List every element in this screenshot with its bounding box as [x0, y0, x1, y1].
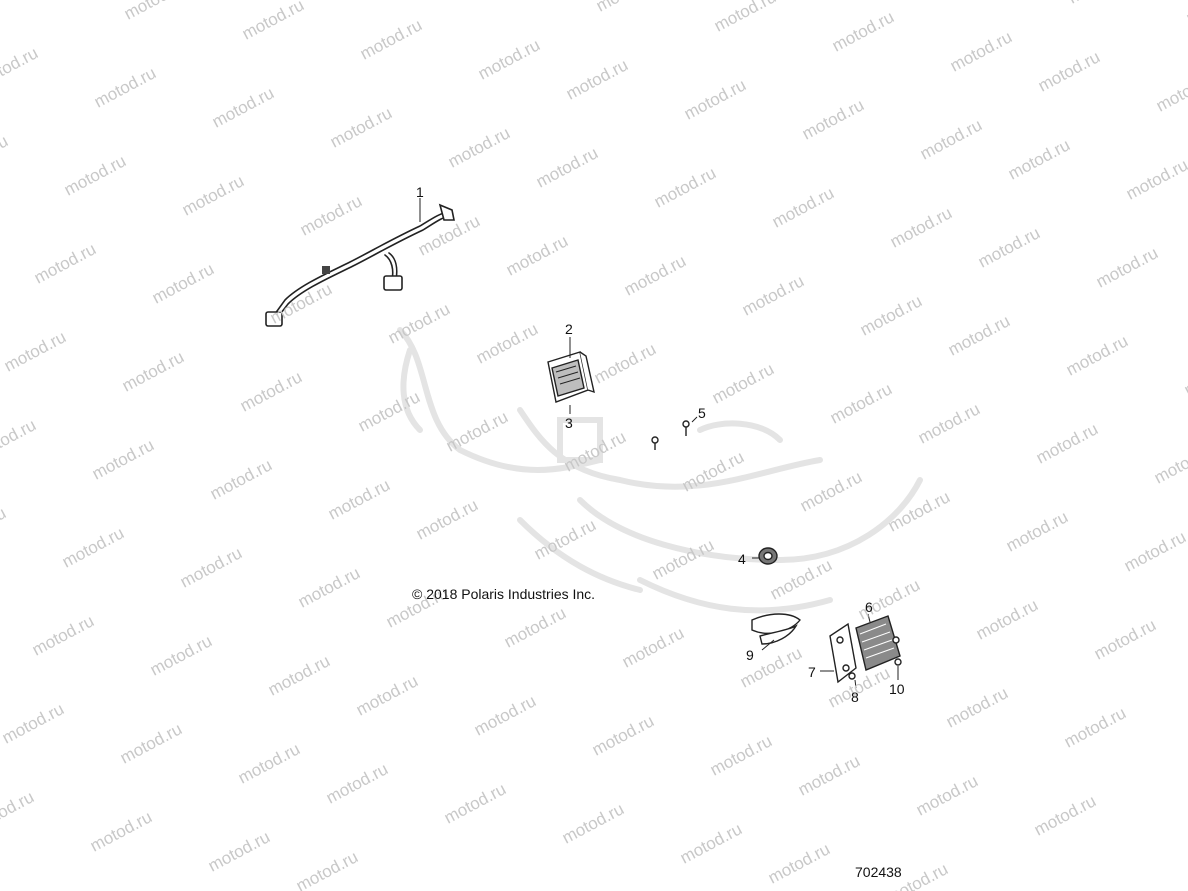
- callout-4: 4: [738, 551, 746, 567]
- callout-2: 2: [565, 321, 573, 337]
- screw-set: [651, 420, 690, 450]
- mounting-bracket: [829, 622, 857, 684]
- leader-line-6: [867, 613, 871, 623]
- ecu-module: [547, 351, 595, 403]
- callout-6: 6: [865, 599, 873, 615]
- leader-line-9: [761, 639, 775, 651]
- wire-harness: [265, 203, 455, 327]
- callout-1: 1: [416, 184, 424, 200]
- pad: [751, 613, 801, 645]
- bolt-set: [848, 636, 902, 680]
- figure-number: 702438: [855, 864, 902, 880]
- background-frame-ghost: [397, 327, 923, 614]
- callout-10: 10: [889, 681, 905, 697]
- callout-7: 7: [808, 664, 816, 680]
- leader-line-8: [854, 679, 857, 689]
- grommet: [758, 547, 778, 565]
- copyright-notice: © 2018 Polaris Industries Inc.: [412, 586, 596, 602]
- callout-5: 5: [698, 405, 706, 421]
- leader-line-5: [691, 416, 698, 423]
- callout-9: 9: [746, 647, 754, 663]
- callout-3: 3: [565, 415, 573, 431]
- callout-8: 8: [851, 689, 859, 705]
- voltage-regulator: [855, 615, 901, 671]
